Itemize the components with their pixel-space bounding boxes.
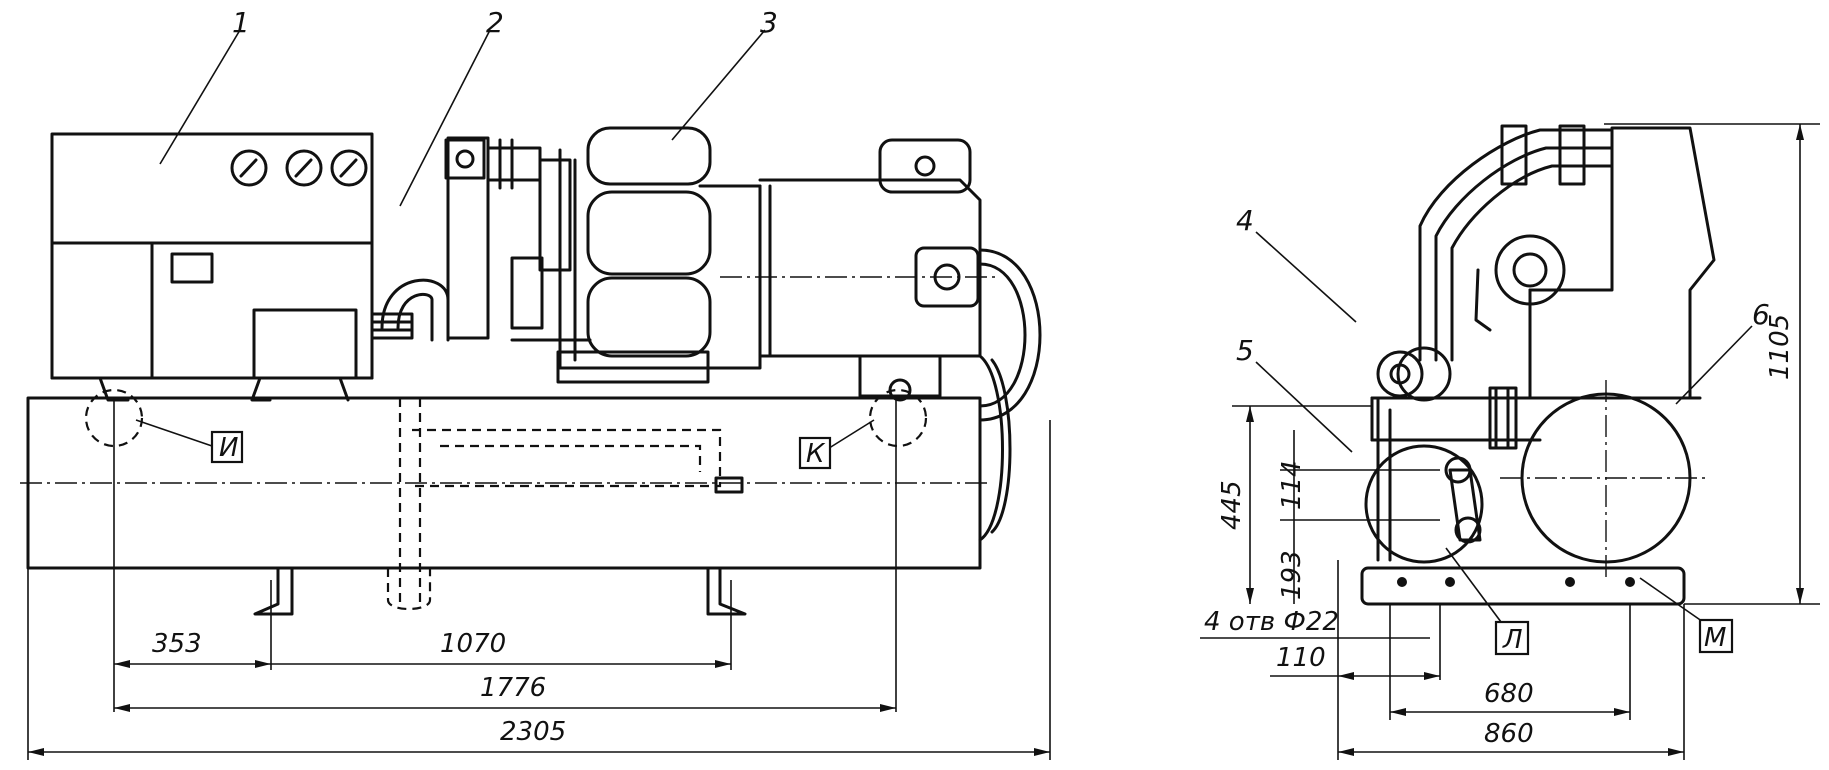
gauge-1: [230, 149, 268, 187]
dim-114: 114: [1277, 460, 1307, 510]
callout-3: 3: [760, 6, 778, 39]
callout-2: 2: [486, 6, 504, 39]
side-view: 1105 445 114 193 4 отв Ф22 110 680 860 4: [1200, 123, 1820, 760]
connection-I: И: [219, 433, 238, 463]
mounting-foot-left: [253, 566, 294, 616]
base-frame: [1360, 566, 1686, 606]
dim-1776: 1776: [480, 673, 546, 703]
connection-K: К: [806, 439, 826, 469]
oil-separator: [1364, 444, 1484, 564]
dim-353: 353: [152, 629, 202, 659]
compressor: [510, 126, 762, 384]
dim-193: 193: [1277, 550, 1307, 600]
dim-680: 680: [1484, 679, 1534, 709]
callout-6: 6: [1752, 298, 1770, 331]
electric-motor: [720, 138, 1000, 402]
dim-110: 110: [1276, 643, 1326, 673]
gauge-3: [330, 149, 368, 187]
electrical-box: [252, 308, 358, 380]
callout-4: 4: [1236, 204, 1254, 237]
dim-holes: 4 отв Ф22: [1204, 607, 1339, 637]
callout-5: 5: [1236, 334, 1254, 367]
dim-2305: 2305: [500, 717, 566, 747]
dim-1105: 1105: [1765, 314, 1795, 380]
gauge-2: [285, 149, 323, 187]
connection-L: Л: [1502, 625, 1523, 655]
mounting-foot-right: [706, 566, 747, 616]
control-panel: [50, 132, 374, 402]
connection-M: М: [1704, 623, 1726, 653]
callout-1: 1: [232, 6, 250, 39]
dim-445: 445: [1217, 480, 1247, 530]
dim-860: 860: [1484, 719, 1534, 749]
discharge-pipe: [978, 248, 1042, 422]
dim-1070: 1070: [440, 629, 506, 659]
front-view: 353 1070 1776 2305 1 2 3 И К: [20, 6, 1051, 760]
